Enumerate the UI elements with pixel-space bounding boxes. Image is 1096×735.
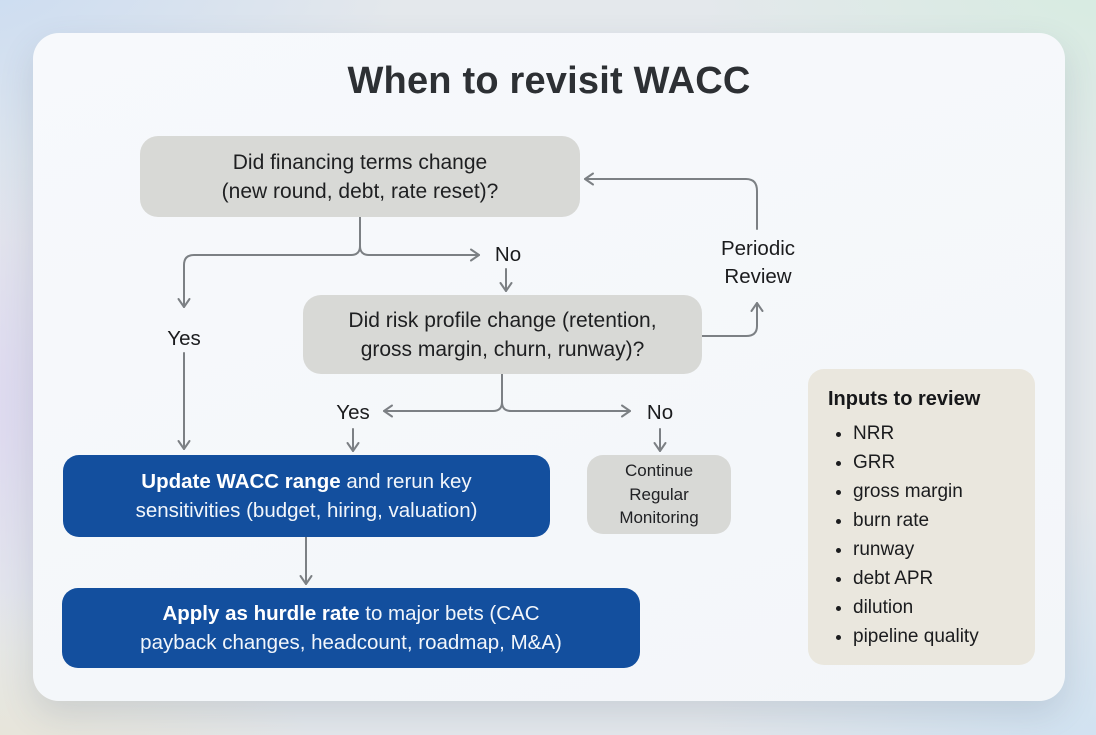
action-update-wacc-range: Update WACC range and rerun key sensitiv… [63, 455, 550, 537]
action-text-bold: Apply as hurdle rate [162, 602, 360, 625]
terminal-continue-monitoring: Continue Regular Monitoring [587, 455, 731, 534]
action-text-line: Apply as hurdle rate to major bets (CAC [162, 599, 539, 628]
action-text-rest: to major bets (CAC [359, 602, 540, 625]
terminal-text-line: Regular [629, 484, 689, 504]
decision-text-line: Did risk profile change (retention, [348, 308, 657, 332]
label-no-risk: No [646, 401, 674, 424]
label-yes-financing: Yes [167, 327, 201, 350]
decision-text-line: Did financing terms change [232, 150, 488, 174]
inputs-panel: Inputs to review NRR GRR gross margin bu… [808, 369, 1035, 665]
inputs-list-item: dilution [853, 593, 1023, 622]
inputs-list-item: runway [853, 535, 1023, 564]
inputs-list-item: gross margin [853, 477, 1023, 506]
label-periodic-review-line: Review [724, 265, 792, 288]
label-periodic-review-line: Periodic [720, 237, 796, 260]
label-no-financing: No [494, 243, 522, 266]
action-text-bold: Update WACC range [141, 470, 341, 493]
terminal-text-line: Continue [624, 461, 694, 481]
inputs-list: NRR GRR gross margin burn rate runway de… [828, 419, 1023, 651]
inputs-list-item: burn rate [853, 506, 1023, 535]
decision-text-line: gross margin, churn, runway)? [360, 337, 645, 361]
action-text-rest: and rerun key [340, 470, 472, 493]
label-periodic-review: Periodic Review [721, 235, 795, 291]
decision-financing-terms: Did financing terms change (new round, d… [140, 136, 580, 217]
action-text-line: Update WACC range and rerun key [141, 467, 471, 496]
inputs-panel-heading: Inputs to review [828, 388, 981, 410]
inputs-list-item: pipeline quality [853, 622, 1023, 651]
terminal-text-line: Monitoring [619, 508, 699, 528]
inputs-list-item: debt APR [853, 564, 1023, 593]
page-title: When to revisit WACC [347, 60, 751, 102]
action-text-line: payback changes, headcount, roadmap, M&A… [140, 631, 562, 654]
inputs-list-item: NRR [853, 419, 1023, 448]
label-yes-risk: Yes [336, 401, 370, 424]
action-apply-hurdle-rate: Apply as hurdle rate to major bets (CAC … [62, 588, 640, 668]
inputs-list-item: GRR [853, 448, 1023, 477]
decision-text-line: (new round, debt, rate reset)? [221, 179, 499, 203]
action-text-line: sensitivities (budget, hiring, valuation… [135, 499, 478, 522]
decision-risk-profile: Did risk profile change (retention, gros… [303, 295, 702, 374]
